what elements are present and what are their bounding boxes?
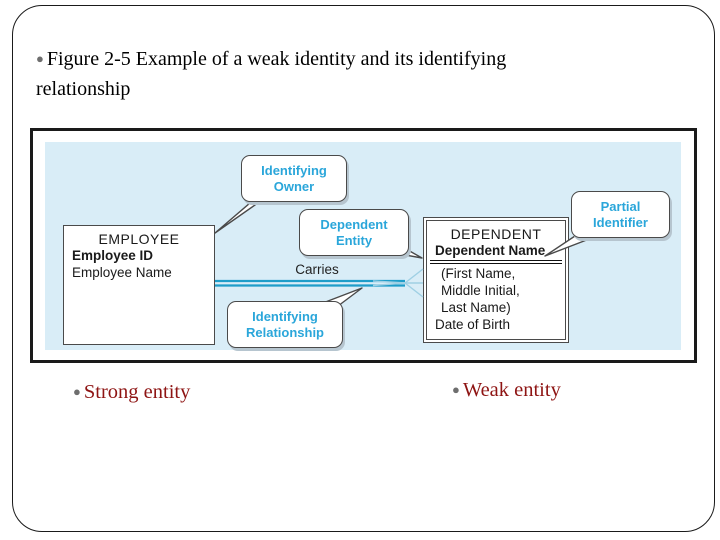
dependent-entity-callout: Dependent Entity	[299, 209, 409, 256]
relationship-label: Carries	[295, 262, 339, 277]
note-text: Strong entity	[83, 381, 191, 403]
title-text-1: Figure 2-5 Example of a weak identity an…	[46, 48, 507, 70]
strong-entity-name: EMPLOYEE	[98, 231, 180, 247]
strong-entity-box: EMPLOYEE Employee ID Employee Name	[63, 225, 215, 345]
callout-text: Relationship	[245, 324, 324, 340]
callout-text: Dependent	[320, 216, 388, 232]
weak-entity-attribute: Middle Initial,	[441, 283, 520, 298]
strong-entity-attribute: Employee Name	[72, 265, 172, 280]
crow-foot	[372, 268, 424, 298]
callout-text: Entity	[335, 232, 373, 248]
strong-entity-attribute: Employee ID	[72, 248, 154, 263]
weak-entity-attribute: Last Name)	[441, 300, 511, 315]
identifying-relationship-callout: Identifying Relationship	[227, 301, 343, 348]
weak-entity-box: DEPENDENT Dependent Name (First Name, Mi…	[423, 217, 569, 343]
note-text: Weak entity	[462, 379, 561, 401]
weak-entity-partial-identifier: Dependent Name	[430, 243, 562, 264]
callout-text: Owner	[273, 178, 315, 194]
weak-entity-attribute: Date of Birth	[435, 317, 511, 332]
weak-entity-note: ●Weak entity	[452, 379, 561, 402]
figure-frame: EMPLOYEE Employee ID Employee Name DEPEN…	[30, 128, 697, 363]
callout-text: Identifying	[261, 162, 327, 178]
strong-entity-note: ●Strong entity	[73, 381, 190, 404]
weak-entity-name: DEPENDENT	[450, 226, 542, 242]
callout-text: Identifier	[593, 214, 648, 230]
note-bullet-icon: ●	[452, 382, 460, 397]
title-bullet-icon: ●	[36, 51, 44, 66]
slide-title: ●Figure 2-5 Example of a weak identity a…	[36, 44, 626, 104]
weak-entity-inner-border: DEPENDENT Dependent Name (First Name, Mi…	[426, 220, 566, 340]
partial-identifier-callout: Partial Identifier	[571, 191, 670, 238]
identifying-owner-callout: Identifying Owner	[241, 155, 347, 202]
title-line-1: ●Figure 2-5 Example of a weak identity a…	[36, 44, 626, 74]
callout-text: Partial	[600, 198, 641, 214]
title-line-2: relationship	[36, 78, 131, 100]
callout-text: Identifying	[252, 308, 318, 324]
note-bullet-icon: ●	[73, 384, 81, 399]
weak-entity-attribute: (First Name,	[441, 266, 516, 281]
